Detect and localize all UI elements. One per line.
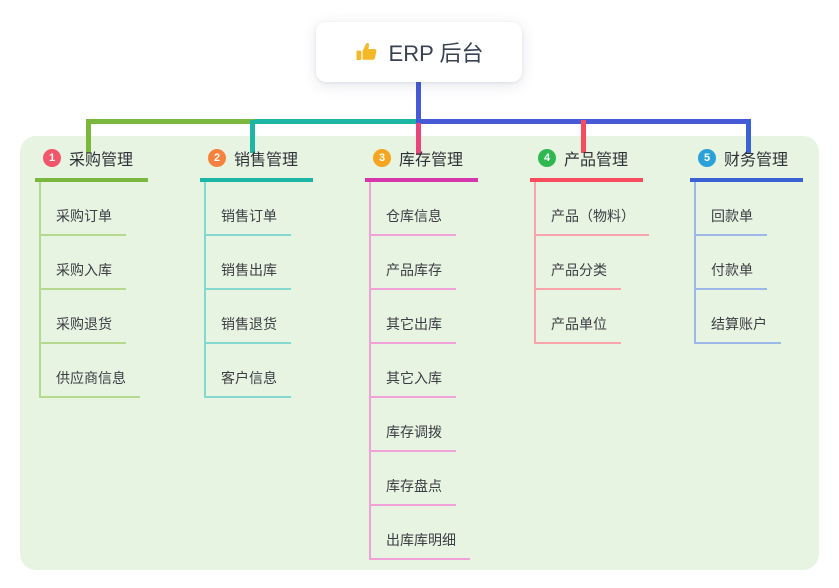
branches-panel xyxy=(20,136,819,570)
connector-horizontal-mid xyxy=(255,119,416,124)
branch-number-badge: 2 xyxy=(208,149,226,167)
child-node-supplier-info[interactable]: 供应商信息 xyxy=(39,344,148,398)
branch-label: 产品管理 xyxy=(564,152,629,169)
child-node-purchase-return[interactable]: 采购退货 xyxy=(39,290,148,344)
branch-children: 销售订单 销售出库 销售退货 客户信息 xyxy=(204,182,313,398)
branch-number-badge: 1 xyxy=(43,149,61,167)
branch-number-badge: 4 xyxy=(538,149,556,167)
child-node-other-inbound[interactable]: 其它入库 xyxy=(369,344,478,398)
branch-header-finance[interactable]: 5 财务管理 xyxy=(690,146,803,182)
child-node-payment-doc[interactable]: 付款单 xyxy=(694,236,803,290)
branch-number-badge: 3 xyxy=(373,149,391,167)
connector-horizontal-left xyxy=(86,119,255,124)
branch-inventory: 3 库存管理 仓库信息 产品库存 其它出库 其它入库 库存调拨 库存盘点 xyxy=(365,146,478,560)
child-node-purchase-order[interactable]: 采购订单 xyxy=(39,182,148,236)
child-node-other-outbound[interactable]: 其它出库 xyxy=(369,290,478,344)
branch-children: 产品（物料） 产品分类 产品单位 xyxy=(534,182,649,344)
branch-header-inventory[interactable]: 3 库存管理 xyxy=(365,146,478,182)
drop-connector-sales xyxy=(250,120,255,153)
child-node-purchase-inbound[interactable]: 采购入库 xyxy=(39,236,148,290)
branch-header-sales[interactable]: 2 销售管理 xyxy=(200,146,313,182)
thumbs-up-icon xyxy=(355,40,379,64)
drop-connector-finance xyxy=(746,120,751,153)
branch-finance: 5 财务管理 回款单 付款单 结算账户 xyxy=(690,146,803,344)
branch-label: 销售管理 xyxy=(234,152,299,169)
branch-purchase: 1 采购管理 采购订单 采购入库 采购退货 供应商信息 xyxy=(35,146,148,398)
child-node-sales-return[interactable]: 销售退货 xyxy=(204,290,313,344)
branch-children: 采购订单 采购入库 采购退货 供应商信息 xyxy=(39,182,148,398)
child-node-sales-order[interactable]: 销售订单 xyxy=(204,182,313,236)
child-node-sales-outbound[interactable]: 销售出库 xyxy=(204,236,313,290)
branch-product: 4 产品管理 产品（物料） 产品分类 产品单位 xyxy=(530,146,649,344)
child-node-warehouse-info[interactable]: 仓库信息 xyxy=(369,182,478,236)
branch-sales: 2 销售管理 销售订单 销售出库 销售退货 客户信息 xyxy=(200,146,313,398)
branch-label: 库存管理 xyxy=(399,152,464,169)
root-label: ERP 后台 xyxy=(388,41,484,66)
branch-label: 采购管理 xyxy=(69,152,134,169)
child-node-product-material[interactable]: 产品（物料） xyxy=(534,182,649,236)
child-node-stock-check[interactable]: 库存盘点 xyxy=(369,452,478,506)
child-node-stock-transfer[interactable]: 库存调拨 xyxy=(369,398,478,452)
branch-number-badge: 5 xyxy=(698,149,716,167)
branch-header-product[interactable]: 4 产品管理 xyxy=(530,146,643,182)
child-node-product-stock[interactable]: 产品库存 xyxy=(369,236,478,290)
drop-connector-product xyxy=(581,120,586,153)
branch-children: 仓库信息 产品库存 其它出库 其它入库 库存调拨 库存盘点 出库库明细 xyxy=(369,182,478,560)
branch-children: 回款单 付款单 结算账户 xyxy=(694,182,803,344)
child-node-outbound-detail[interactable]: 出库库明细 xyxy=(369,506,478,560)
drop-connector-purchase xyxy=(86,120,91,153)
root-node[interactable]: ERP 后台 xyxy=(316,22,522,82)
child-node-receipt-doc[interactable]: 回款单 xyxy=(694,182,803,236)
child-node-customer-info[interactable]: 客户信息 xyxy=(204,344,313,398)
drop-connector-inventory xyxy=(416,123,421,155)
child-node-product-category[interactable]: 产品分类 xyxy=(534,236,649,290)
branch-header-purchase[interactable]: 1 采购管理 xyxy=(35,146,148,182)
child-node-product-unit[interactable]: 产品单位 xyxy=(534,290,649,344)
child-node-settlement-account[interactable]: 结算账户 xyxy=(694,290,803,344)
branch-label: 财务管理 xyxy=(724,152,789,169)
root-stem-connector xyxy=(416,82,421,120)
